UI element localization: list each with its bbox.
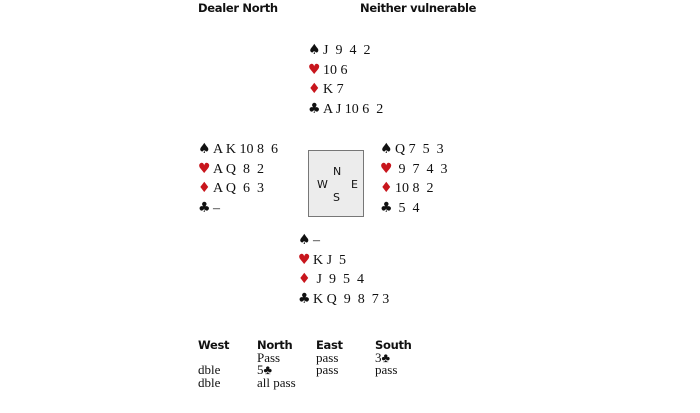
auction-east: East pass pass [316, 339, 343, 377]
auction-header-east: East [316, 338, 343, 352]
east-clubs: 5 4 [395, 200, 420, 216]
north-clubs: A J 10 6 2 [323, 101, 384, 117]
compass-box: N W E S [308, 150, 364, 217]
auction-call: Pass [257, 349, 281, 365]
heart-icon: ♥ [308, 61, 321, 78]
spade-icon: ♠ [298, 232, 311, 248]
club-icon: ♣ [298, 290, 311, 307]
east-diamonds: 10 8 2 [395, 181, 434, 196]
club-icon: ♣ [380, 199, 393, 216]
south-diamonds: J 9 5 4 [313, 272, 364, 287]
spade-icon: ♠ [380, 141, 393, 157]
compass-north: N [333, 165, 342, 178]
spade-icon: ♠ [198, 141, 211, 157]
spade-icon: ♠ [308, 42, 321, 58]
diamond-icon: ♦ [198, 180, 211, 196]
east-hand: ♠Q 7 5 3 ♥ 9 7 4 3 ♦10 8 2 ♣ 5 4 [380, 140, 448, 218]
diamond-icon: ♦ [308, 81, 321, 97]
auction-call: 3♣ [375, 349, 391, 365]
north-spades: J 9 4 2 [323, 43, 371, 58]
club-icon: ♣ [198, 199, 211, 216]
heart-icon: ♥ [298, 251, 311, 268]
auction-header-south: South [375, 338, 412, 352]
west-hand: ♠A K 10 8 6 ♥A Q 8 2 ♦A Q 6 3 ♣– [198, 140, 278, 218]
auction-north: North Pass 5♣ all pass [257, 339, 296, 389]
east-hearts: 9 7 4 3 [395, 161, 448, 177]
heart-icon: ♥ [198, 160, 211, 177]
west-spades: A K 10 8 6 [213, 142, 278, 157]
auction-header-north: North [257, 338, 293, 352]
auction-header-west: West [198, 338, 230, 352]
north-hand: ♠J 9 4 2 ♥10 6 ♦K 7 ♣A J 10 6 2 [308, 41, 383, 119]
south-hearts: K J 5 [313, 252, 347, 268]
west-clubs: – [213, 200, 220, 216]
club-icon: ♣ [308, 100, 321, 117]
auction-call: all pass [257, 374, 296, 390]
vulnerability-label: Neither vulnerable [360, 1, 477, 15]
west-hearts: A Q 8 2 [213, 161, 264, 177]
compass-east: E [351, 178, 358, 191]
auction-call: dble [198, 374, 221, 390]
west-diamonds: A Q 6 3 [213, 181, 264, 196]
heart-icon: ♥ [380, 160, 393, 177]
diamond-icon: ♦ [298, 271, 311, 287]
north-hearts: 10 6 [323, 62, 348, 78]
auction-call: pass [375, 362, 398, 377]
south-clubs: K Q 9 8 7 3 [313, 291, 390, 307]
auction-west: West dble dble [198, 338, 230, 390]
south-hand: ♠– ♥K J 5 ♦ J 9 5 4 ♣K Q 9 8 7 3 [298, 231, 389, 309]
north-diamonds: K 7 [323, 82, 344, 97]
auction-call: 5♣ [257, 362, 273, 377]
auction-south: South 3♣ pass [375, 339, 412, 377]
south-spades: – [313, 233, 320, 248]
diamond-icon: ♦ [380, 180, 393, 196]
auction-call: pass [316, 362, 339, 377]
compass-west: W [317, 178, 328, 191]
dealer-label: Dealer North [198, 1, 278, 15]
auction-call: pass [316, 349, 339, 365]
compass-south: S [333, 191, 340, 204]
east-spades: Q 7 5 3 [395, 142, 444, 157]
auction-call: dble [198, 362, 221, 377]
